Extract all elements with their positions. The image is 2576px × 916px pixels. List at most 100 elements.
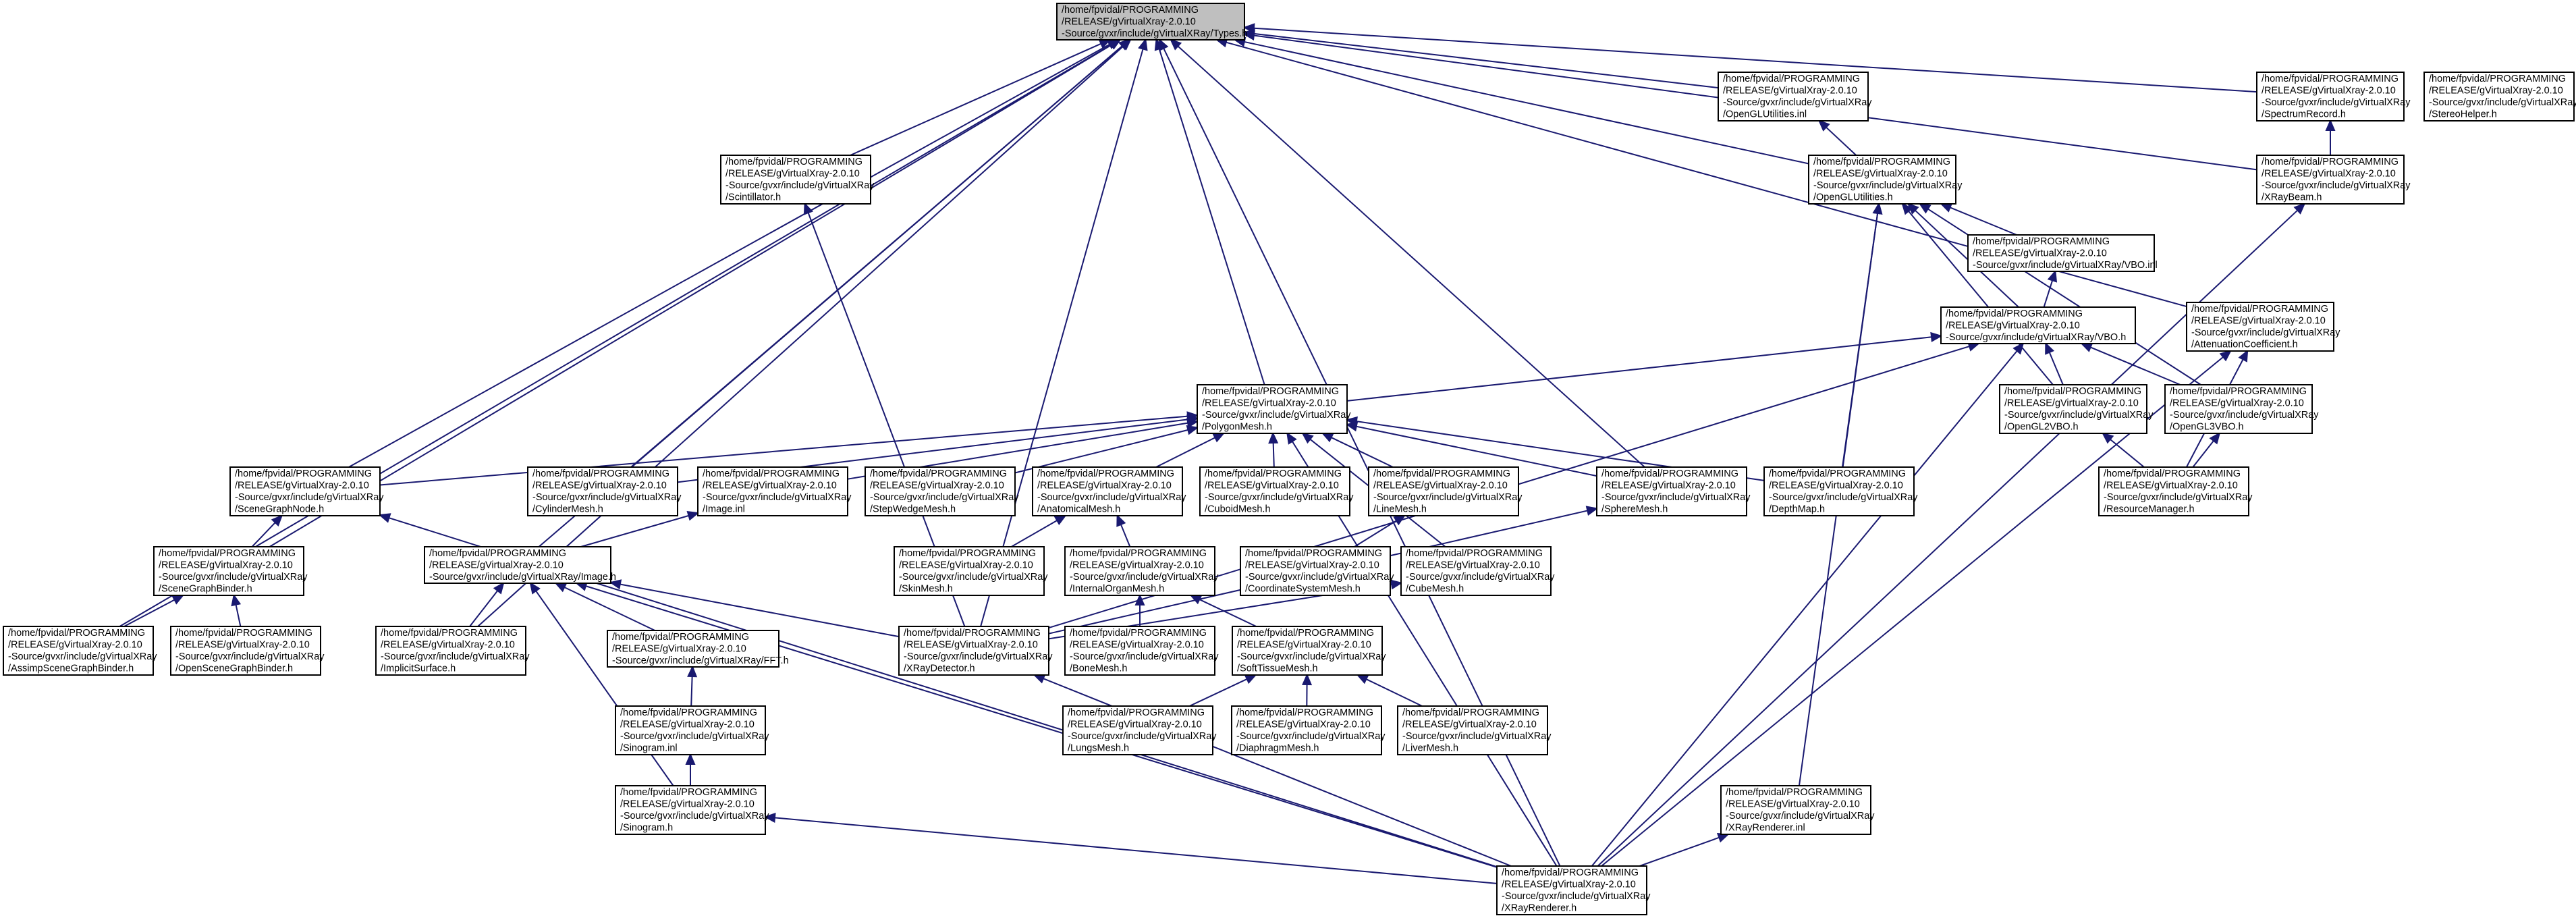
node-ogl3vbo[interactable]: /home/fpvidal/PROGRAMMING/RELEASE/gVirtu… (2164, 384, 2319, 434)
node-box (1999, 384, 2147, 434)
node-label-line: /InternalOrganMesh.h (1070, 584, 1164, 595)
node-label-line: -Source/gvxr/include/gVirtualXRay (8, 651, 157, 662)
node-label-line: /RELEASE/gVirtualXray-2.0.10 (1062, 16, 1196, 27)
edge-arrowhead (1390, 579, 1403, 590)
node-cuboid[interactable]: /home/fpvidal/PROGRAMMING/RELEASE/gVirtu… (1199, 466, 1354, 516)
node-oglutil[interactable]: /home/fpvidal/PROGRAMMING/RELEASE/gVirtu… (1808, 155, 1963, 205)
node-anat[interactable]: /home/fpvidal/PROGRAMMING/RELEASE/gVirtu… (1032, 466, 1186, 516)
node-label-line: /home/fpvidal/PROGRAMMING (1813, 157, 1950, 167)
node-implicit[interactable]: /home/fpvidal/PROGRAMMING/RELEASE/gVirtu… (375, 626, 530, 676)
node-lungs[interactable]: /home/fpvidal/PROGRAMMING/RELEASE/gVirtu… (1062, 705, 1217, 755)
edge-fft-to-image (554, 582, 655, 631)
node-vbo_inl[interactable]: /home/fpvidal/PROGRAMMING/RELEASE/gVirtu… (1967, 234, 2158, 272)
edge-arrowhead (1134, 593, 1145, 605)
edge-coordsys-to-line (1354, 514, 1406, 547)
node-xraybeam[interactable]: /home/fpvidal/PROGRAMMING/RELEASE/gVirtu… (2256, 155, 2411, 205)
node-box (720, 155, 871, 205)
edge-line (1346, 336, 1932, 402)
node-diaph[interactable]: /home/fpvidal/PROGRAMMING/RELEASE/gVirtu… (1231, 705, 1386, 755)
edge-line (1365, 678, 1423, 707)
node-spectrum[interactable]: /home/fpvidal/PROGRAMMING/RELEASE/gVirtu… (2256, 72, 2411, 122)
edge-resmgr-to-ogl3vbo (2192, 432, 2221, 468)
edge-renderer-to-vbo (1591, 342, 2025, 867)
edge-arrowhead (2209, 432, 2221, 445)
node-atten[interactable]: /home/fpvidal/PROGRAMMING/RELEASE/gVirtu… (2186, 302, 2340, 352)
node-image[interactable]: /home/fpvidal/PROGRAMMING/RELEASE/gVirtu… (424, 546, 616, 584)
edge-arrowhead (554, 582, 568, 593)
node-ogl2vbo[interactable]: /home/fpvidal/PROGRAMMING/RELEASE/gVirtu… (1999, 384, 2154, 434)
node-bone[interactable]: /home/fpvidal/PROGRAMMING/RELEASE/gVirtu… (1064, 626, 1219, 676)
node-label-line: /RELEASE/gVirtualXray-2.0.10 (159, 560, 293, 571)
node-internal[interactable]: /home/fpvidal/PROGRAMMING/RELEASE/gVirtu… (1064, 546, 1219, 596)
node-box (1062, 705, 1213, 755)
edge-arrowhead (1321, 432, 1334, 443)
node-sino_inl[interactable]: /home/fpvidal/PROGRAMMING/RELEASE/gVirtu… (615, 705, 769, 755)
node-label-line: -Source/gvxr/include/gVirtualXRay (1723, 97, 1872, 108)
edge-line (1272, 442, 1275, 468)
edge-arrowhead (2102, 432, 2114, 444)
node-label-line: /OpenSceneGraphBinder.h (175, 664, 293, 674)
node-oglutil_inl[interactable]: /home/fpvidal/PROGRAMMING/RELEASE/gVirtu… (1718, 72, 1872, 122)
node-label-line: /home/fpvidal/PROGRAMMING (2104, 468, 2241, 479)
node-poly[interactable]: /home/fpvidal/PROGRAMMING/RELEASE/gVirtu… (1197, 384, 1351, 434)
node-cylinder[interactable]: /home/fpvidal/PROGRAMMING/RELEASE/gVirtu… (527, 466, 682, 516)
node-renderer[interactable]: /home/fpvidal/PROGRAMMING/RELEASE/gVirtu… (1496, 865, 1651, 915)
edge-arrowhead (1901, 203, 1913, 215)
node-label-line: /home/fpvidal/PROGRAMMING (1037, 468, 1174, 479)
edge-vbo_inl-to-oglutil (1940, 203, 2017, 236)
node-liver[interactable]: /home/fpvidal/PROGRAMMING/RELEASE/gVirtu… (1397, 705, 1552, 755)
edge-line (2048, 352, 2064, 385)
node-depth[interactable]: /home/fpvidal/PROGRAMMING/RELEASE/gVirtu… (1763, 466, 1918, 516)
edge-arrowhead (171, 594, 185, 605)
edge-arrowhead (2047, 269, 2058, 283)
node-label-line: -Source/gvxr/include/gVirtualXRay (235, 492, 384, 503)
node-sino[interactable]: /home/fpvidal/PROGRAMMING/RELEASE/gVirtu… (615, 785, 769, 835)
edge-arrowhead (1301, 432, 1314, 444)
node-renderer_inl[interactable]: /home/fpvidal/PROGRAMMING/RELEASE/gVirtu… (1720, 785, 1875, 835)
edge-line (1826, 126, 1857, 156)
edge-line (1253, 32, 1719, 89)
node-cube[interactable]: /home/fpvidal/PROGRAMMING/RELEASE/gVirtu… (1400, 546, 1555, 596)
edge-arrowhead (1033, 674, 1046, 684)
node-label-line: /RELEASE/gVirtualXray-2.0.10 (899, 560, 1033, 571)
node-label-line: /DiaphragmMesh.h (1236, 743, 1319, 754)
node-line[interactable]: /home/fpvidal/PROGRAMMING/RELEASE/gVirtu… (1368, 466, 1523, 516)
node-skin[interactable]: /home/fpvidal/PROGRAMMING/RELEASE/gVirtu… (894, 546, 1048, 596)
node-stepwedge[interactable]: /home/fpvidal/PROGRAMMING/RELEASE/gVirtu… (865, 466, 1019, 516)
node-label-line: /home/fpvidal/PROGRAMMING (620, 787, 757, 798)
edge-line (124, 599, 175, 627)
edge-arrowhead (1242, 30, 1255, 41)
node-label-line: -Source/gvxr/include/gVirtualXRay/FFT.h (612, 655, 789, 666)
node-fft[interactable]: /home/fpvidal/PROGRAMMING/RELEASE/gVirtu… (607, 630, 789, 668)
node-label-line: /RELEASE/gVirtualXray-2.0.10 (904, 640, 1038, 651)
node-image_inl[interactable]: /home/fpvidal/PROGRAMMING/RELEASE/gVirtu… (697, 466, 852, 516)
node-resmgr[interactable]: /home/fpvidal/PROGRAMMING/RELEASE/gVirtu… (2098, 466, 2253, 516)
node-label-line: /RELEASE/gVirtualXray-2.0.10 (2262, 86, 2396, 97)
node-label-line: /home/fpvidal/PROGRAMMING (1062, 5, 1199, 16)
edge-arrowhead (2293, 203, 2306, 215)
node-scint[interactable]: /home/fpvidal/PROGRAMMING/RELEASE/gVirtu… (720, 155, 875, 205)
node-label-line: /home/fpvidal/PROGRAMMING (870, 468, 1007, 479)
node-assimp[interactable]: /home/fpvidal/PROGRAMMING/RELEASE/gVirtu… (3, 626, 157, 676)
node-coordsys[interactable]: /home/fpvidal/PROGRAMMING/RELEASE/gVirtu… (1240, 546, 1394, 596)
edge-sino_inl-to-fft (687, 665, 698, 707)
edge-assimp-to-sgbinder (124, 594, 185, 627)
edge-osgbinder-to-sgbinder (231, 593, 242, 627)
edge-xraybeam-to-spectrum (2325, 119, 2336, 155)
node-vbo[interactable]: /home/fpvidal/PROGRAMMING/RELEASE/gVirtu… (1940, 306, 2136, 344)
node-label-line: /home/fpvidal/PROGRAMMING (1245, 548, 1382, 559)
edge-resmgr-to-ogl2vbo (2102, 432, 2145, 468)
node-sgbinder[interactable]: /home/fpvidal/PROGRAMMING/RELEASE/gVirtu… (153, 546, 308, 596)
edge-arrowhead (1356, 674, 1369, 684)
node-stereo[interactable]: /home/fpvidal/PROGRAMMING/RELEASE/gVirtu… (2423, 72, 2576, 122)
node-box (3, 626, 154, 676)
node-detector[interactable]: /home/fpvidal/PROGRAMMING/RELEASE/gVirtu… (898, 626, 1053, 676)
edge-implicit-to-image (469, 581, 505, 627)
node-label-line: /RELEASE/gVirtualXray-2.0.10 (2429, 86, 2563, 97)
node-sphere[interactable]: /home/fpvidal/PROGRAMMING/RELEASE/gVirtu… (1596, 466, 1751, 516)
node-label-line: /AnatomicalMesh.h (1037, 504, 1120, 515)
edge-detector-to-types (980, 38, 1148, 627)
node-soft[interactable]: /home/fpvidal/PROGRAMMING/RELEASE/gVirtu… (1232, 626, 1386, 676)
node-osgbinder[interactable]: /home/fpvidal/PROGRAMMING/RELEASE/gVirtu… (170, 626, 325, 676)
node-sgnode[interactable]: /home/fpvidal/PROGRAMMING/RELEASE/gVirtu… (229, 466, 384, 516)
